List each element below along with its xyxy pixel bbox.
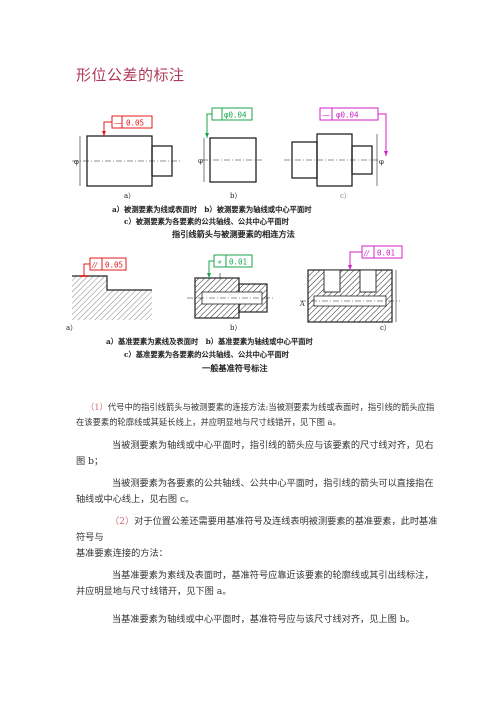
tolerance-figure: φ — 0.05 a） φ φ0.04 b） φ — φ0.04 c） <box>62 98 442 378</box>
fig1-b-value: φ0.04 <box>224 111 247 120</box>
fig2-a-symbol: // <box>91 261 99 270</box>
fig1-a-drawing: φ — 0.05 a） <box>72 115 182 200</box>
fig2-a-label: a） <box>66 324 77 332</box>
fig2-caption-line1: a）基准要素为素线及表面时 b）基准要素为轴线或中心平面时 <box>106 337 314 346</box>
fig2-b-symbol: ⌖ <box>217 258 222 267</box>
fig2-b-value: 0.01 <box>229 258 247 267</box>
paragraph-4-text: 对于位置公差还需要用基准符号及连线表明被测要素的基准要素，此时基准符号与 <box>76 516 438 543</box>
paragraph-1-number: （1） <box>86 402 108 412</box>
fig1-b-label: b） <box>230 192 241 200</box>
fig2-b-drawing: ⌖ 0.01 b） <box>187 254 274 332</box>
page-title: 形位公差的标注 <box>76 66 185 84</box>
fig2-a-drawing: // 0.05 a） <box>66 257 152 332</box>
fig2-c-value: 0.01 <box>377 249 395 258</box>
fig2-b-label: b） <box>230 324 241 332</box>
paragraph-3: 当被测要素为各要素的公共轴线、公共中心平面时，指引线的箭头可以直接指在轴线或中心… <box>76 478 434 505</box>
fig2-caption-title: 一般基准符号标注 <box>202 363 268 373</box>
fig1-a-label: a） <box>124 192 135 200</box>
paragraph-4-number: （2） <box>110 516 135 527</box>
fig1-c-phi: φ <box>379 158 384 166</box>
fig1-c-value: φ0.04 <box>336 111 359 120</box>
fig1-b-drawing: φ φ0.04 b） <box>198 107 262 200</box>
fig2-c-drawing: // 0.01 A c） <box>299 245 403 332</box>
fig1-caption-title: 指引线箭头与被测要素的相连方法 <box>172 229 295 239</box>
fig1-c-drawing: φ — φ0.04 c） <box>284 107 388 200</box>
fig2-a-value: 0.05 <box>105 261 123 270</box>
fig1-a-value: 0.05 <box>126 119 144 128</box>
fig1-a-phi: φ <box>74 158 79 166</box>
fig1-caption-line2: c）被测要素为各要素的公共轴线、公共中心平面时 <box>124 217 290 226</box>
paragraph-5: 当基准要素为素线及表面时，基准符号应靠近该要素的轮廓线或其引出线标注，并应明显地… <box>76 570 434 597</box>
fig1-c-label: c） <box>340 192 351 200</box>
fig1-caption-line1: a）被测要素为线或表面时 b）被测要素为轴线或中心平面时 <box>112 205 312 214</box>
fig2-c-symbol: // <box>363 249 371 258</box>
fig1-b-phi: φ <box>198 157 203 165</box>
fig2-c-label: c） <box>380 324 391 332</box>
paragraph-1-text: 代号中的指引线箭头与被测要素的连接方法:当被测要素为线或表面时，指引线的箭头应指… <box>76 402 435 427</box>
paragraph-4: （2）对于位置公差还需要用基准符号及连线表明被测要素的基准要素，此时基准符号与 … <box>76 514 440 562</box>
fig1-c-symbol: — <box>322 111 330 120</box>
fig1-a-symbol: — <box>114 119 122 128</box>
fig2-caption-line2: c）基准要素为各要素的公共轴线、公共中心平面时 <box>124 350 290 359</box>
paragraph-1: （1）代号中的指引线箭头与被测要素的连接方法:当被测要素为线或表面时，指引线的箭… <box>76 400 440 430</box>
paragraph-4-cont: 基准要素连接的方法： <box>76 548 168 559</box>
fig2-c-datum: A <box>299 300 305 308</box>
paragraph-2: 当被测要素为轴线或中心平面时，指引线的箭头应与该要素的尺寸线对齐，见右图 b； <box>76 440 434 467</box>
paragraph-6: 当基准要素为轴线或中心平面时，基准符号应与该尺寸线对齐，见上图 b。 <box>112 614 415 625</box>
